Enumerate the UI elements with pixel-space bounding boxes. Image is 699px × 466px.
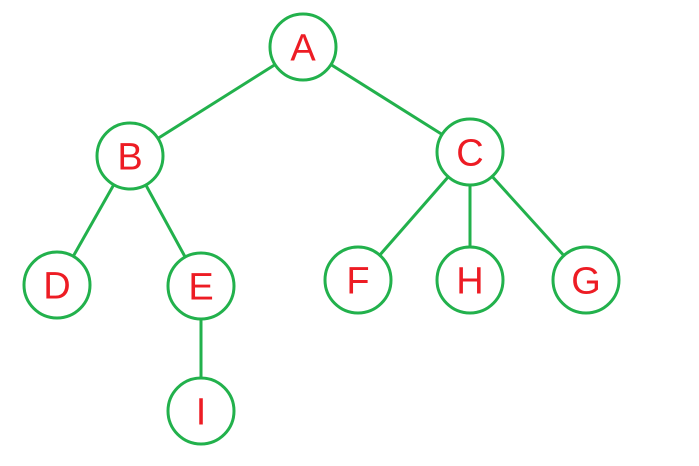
node-label-G: G xyxy=(571,261,601,303)
tree-node-A: A xyxy=(268,12,338,82)
node-label-C: C xyxy=(456,133,483,175)
node-label-B: B xyxy=(117,137,142,179)
node-circle-E xyxy=(166,251,236,321)
node-circle-D xyxy=(22,250,92,320)
tree-node-I: I xyxy=(166,376,236,446)
node-label-E: E xyxy=(188,267,213,309)
tree-node-B: B xyxy=(95,121,165,191)
tree-node-C: C xyxy=(435,117,505,187)
node-label-I: I xyxy=(196,392,207,434)
node-label-D: D xyxy=(43,266,70,308)
tree-node-F: F xyxy=(323,245,393,315)
tree-node-G: G xyxy=(551,245,621,315)
node-circle-A xyxy=(268,12,338,82)
tree-node-D: D xyxy=(22,250,92,320)
node-circle-C xyxy=(435,117,505,187)
tree-node-H: H xyxy=(435,245,505,315)
node-circle-G xyxy=(551,245,621,315)
node-circle-B xyxy=(95,121,165,191)
node-label-F: F xyxy=(346,261,369,303)
node-circle-F xyxy=(323,245,393,315)
node-label-H: H xyxy=(456,261,483,303)
tree-node-E: E xyxy=(166,251,236,321)
node-label-A: A xyxy=(290,28,316,70)
node-circle-I xyxy=(166,376,236,446)
node-circle-H xyxy=(435,245,505,315)
